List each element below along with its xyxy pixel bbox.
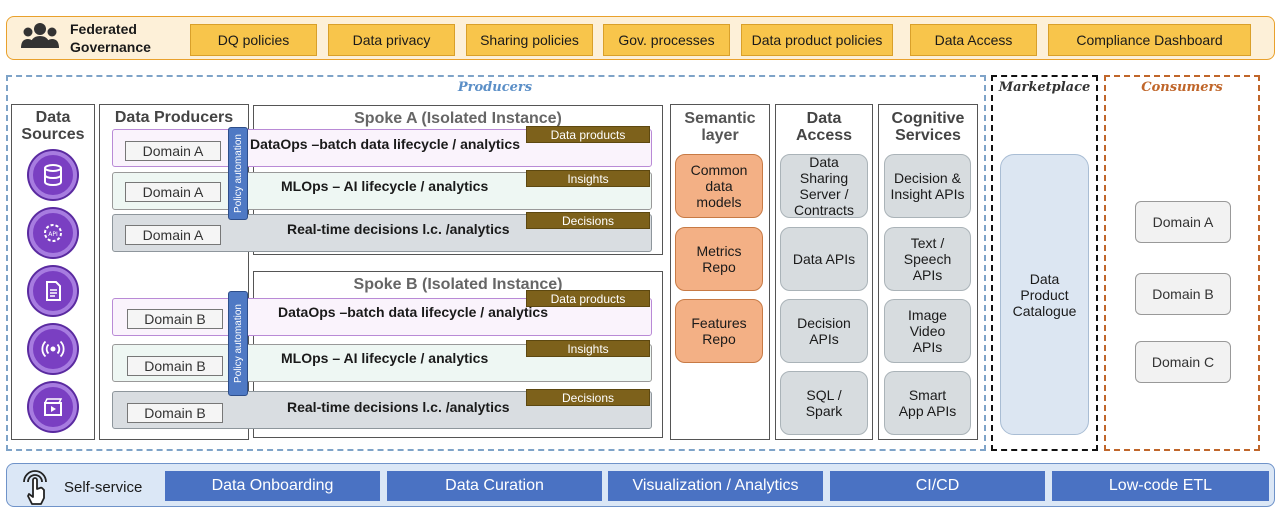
common-data-models-box[interactable]: Common data models xyxy=(675,154,763,218)
governance-title-line1: Federated xyxy=(70,21,137,37)
spoke-b-policy-automation[interactable]: Policy automation xyxy=(228,291,248,396)
semantic-layer-title-line1: Semantic xyxy=(684,110,756,127)
spoke-b-title: Spoke B (Isolated Instance) xyxy=(353,276,563,293)
data-producers-title: Data Producers xyxy=(114,109,234,126)
spoke-a-lane-2-text: MLOps – AI lifecycle / analytics xyxy=(281,178,489,194)
decision-apis-box[interactable]: Decision APIs xyxy=(780,299,868,363)
spoke-b-lane-3-text: Real-time decisions l.c. /analytics xyxy=(287,399,510,415)
spoke-b-tag-insights: Insights xyxy=(526,340,650,357)
consumers-title: Consumers xyxy=(1141,80,1223,95)
consumer-domain-c[interactable]: Domain C xyxy=(1135,341,1231,383)
spoke-a-title: Spoke A (Isolated Instance) xyxy=(354,110,562,127)
data-sources-title-line2: Sources xyxy=(21,126,85,143)
data-product-catalogue[interactable]: Data Product Catalogue xyxy=(1000,154,1089,435)
smart-app-apis-box[interactable]: Smart App APIs xyxy=(884,371,971,435)
policy-data-access[interactable]: Data Access xyxy=(910,24,1037,56)
spoke-a-lane-3-text: Real-time decisions l.c. /analytics xyxy=(287,221,510,237)
marketplace-container xyxy=(991,75,1098,451)
semantic-layer-title: Semantic layer xyxy=(670,110,770,144)
spoke-a-policy-automation[interactable]: Policy automation xyxy=(228,127,248,220)
spoke-a-tag-insights: Insights xyxy=(526,170,650,187)
spoke-a-domain-2[interactable]: Domain A xyxy=(125,182,221,202)
spoke-a-tag-data-products: Data products xyxy=(526,126,650,143)
spoke-a-policy-label: Policy automation xyxy=(232,134,244,213)
cognitive-services-title-line2: Services xyxy=(895,127,961,144)
visualization-analytics-button[interactable]: Visualization / Analytics xyxy=(608,471,823,501)
people-group-icon xyxy=(20,20,60,56)
spoke-b-lane-2-text: MLOps – AI lifecycle / analytics xyxy=(281,350,489,366)
policy-gov-processes[interactable]: Gov. processes xyxy=(603,24,730,56)
policy-dq[interactable]: DQ policies xyxy=(190,24,317,56)
spoke-b-domain-1[interactable]: Domain B xyxy=(127,309,223,329)
data-onboarding-button[interactable]: Data Onboarding xyxy=(165,471,380,501)
cognitive-services-title-line1: Cognitive xyxy=(891,110,965,127)
consumer-domain-b[interactable]: Domain B xyxy=(1135,273,1231,315)
governance-title-line2: Governance xyxy=(70,39,151,55)
spoke-a-lane-1-text: DataOps –batch data lifecycle / analytic… xyxy=(250,136,521,152)
spoke-a-domain-3[interactable]: Domain A xyxy=(125,225,221,245)
policy-compliance-dashboard[interactable]: Compliance Dashboard xyxy=(1048,24,1251,56)
cognitive-services-title: Cognitive Services xyxy=(878,110,978,144)
low-code-etl-button[interactable]: Low-code ETL xyxy=(1052,471,1269,501)
data-sources-title: Data Sources xyxy=(11,109,95,143)
touch-hand-icon xyxy=(18,468,52,506)
spoke-b-policy-label: Policy automation xyxy=(232,304,244,383)
text-speech-apis-box[interactable]: Text / Speech APIs xyxy=(884,227,971,291)
spoke-b-lane-1-text: DataOps –batch data lifecycle / analytic… xyxy=(278,304,549,320)
self-service-title: Self-service xyxy=(64,479,143,496)
spoke-b-tag-decisions: Decisions xyxy=(526,389,650,406)
policy-data-privacy[interactable]: Data privacy xyxy=(328,24,455,56)
marketplace-title: Marketplace xyxy=(998,80,1091,95)
metrics-repo-box[interactable]: Metrics Repo xyxy=(675,227,763,291)
svg-text:API: API xyxy=(48,231,58,238)
data-access-title: Data Access xyxy=(775,110,873,144)
governance-title: Federated Governance xyxy=(70,20,180,56)
data-sources-title-line1: Data xyxy=(35,109,71,126)
semantic-layer-title-line2: layer xyxy=(701,127,739,144)
ci-cd-button[interactable]: CI/CD xyxy=(830,471,1045,501)
data-curation-button[interactable]: Data Curation xyxy=(387,471,602,501)
spoke-b-domain-2[interactable]: Domain B xyxy=(127,356,223,376)
video-icon xyxy=(29,383,77,431)
api-gear-icon: API xyxy=(29,209,77,257)
features-repo-box[interactable]: Features Repo xyxy=(675,299,763,363)
data-access-title-line2: Access xyxy=(795,127,853,144)
data-sharing-server-box[interactable]: Data Sharing Server / Contracts xyxy=(780,154,868,218)
spoke-a-tag-decisions: Decisions xyxy=(526,212,650,229)
consumer-domain-a[interactable]: Domain A xyxy=(1135,201,1231,243)
producers-container xyxy=(6,75,986,451)
sql-spark-box[interactable]: SQL / Spark xyxy=(780,371,868,435)
policy-data-product[interactable]: Data product policies xyxy=(741,24,893,56)
spoke-b-tag-data-products: Data products xyxy=(526,290,650,307)
document-icon xyxy=(29,267,77,315)
policy-sharing[interactable]: Sharing policies xyxy=(466,24,593,56)
producers-title: Producers xyxy=(457,80,533,95)
spoke-a-domain-1[interactable]: Domain A xyxy=(125,141,221,161)
consumers-container xyxy=(1104,75,1260,451)
spoke-b-domain-3[interactable]: Domain B xyxy=(127,403,223,423)
database-icon xyxy=(29,151,77,199)
image-video-apis-box[interactable]: Image Video APIs xyxy=(884,299,971,363)
decision-insight-apis-box[interactable]: Decision & Insight APIs xyxy=(884,154,971,218)
broadcast-icon xyxy=(29,325,77,373)
data-access-title-line1: Data xyxy=(806,110,842,127)
data-apis-box[interactable]: Data APIs xyxy=(780,227,868,291)
